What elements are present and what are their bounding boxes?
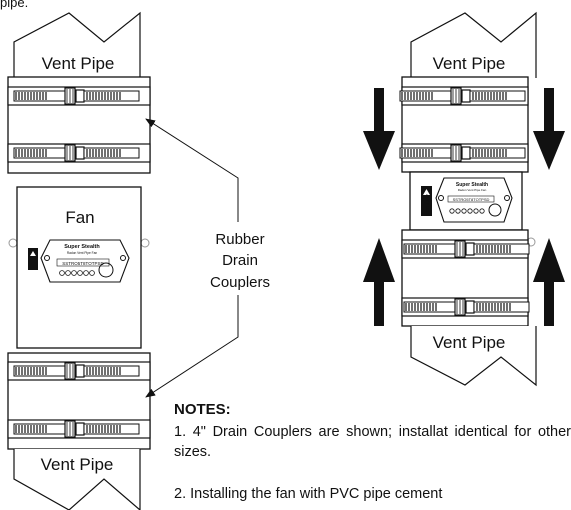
right-fan-brand: Super Stealth	[456, 182, 488, 188]
left-fan-subtitle: Radon Vent Pipe Fan	[67, 251, 98, 255]
right-air-flow-label: AIR FLOW	[425, 194, 430, 217]
couplers-label-line-2: Drain	[222, 252, 258, 269]
couplers-label-line-3: Couplers	[210, 274, 270, 291]
push-down-arrow-left	[363, 88, 395, 170]
right-top-vent-pipe	[410, 11, 537, 78]
notes-title: NOTES:	[174, 401, 231, 418]
left-fan-model-strip: SSTRO5T8TOTPSD	[62, 261, 104, 266]
left-bottom-rubber-coupler	[7, 352, 151, 450]
callout-arrow-bottom	[145, 295, 239, 398]
right-bottom-vent-pipe	[410, 326, 537, 387]
right-bottom-vent-pipe-label: Vent Pipe	[433, 333, 506, 352]
left-bottom-vent-pipe-label: Vent Pipe	[41, 455, 114, 474]
push-down-arrow-right	[533, 88, 565, 170]
right-fan-model-strip: SSTRO5T8TOTPSD	[453, 197, 490, 202]
note-item-2: 2. Installing the fan with PVC pipe ceme…	[174, 486, 443, 502]
top-text-fragment: pipe.	[0, 0, 28, 10]
left-bottom-vent-pipe	[13, 449, 141, 510]
left-fan-brand: Super Stealth	[64, 244, 100, 250]
push-up-arrow-right	[533, 238, 565, 326]
left-top-vent-pipe-label: Vent Pipe	[42, 54, 115, 73]
push-up-arrow-left	[363, 238, 395, 326]
right-fan-label-plate: AIR FLOW Super Stealth Radon Vent Pipe F…	[421, 177, 513, 223]
right-bottom-rubber-coupler	[401, 229, 530, 327]
left-top-vent-pipe	[13, 11, 141, 78]
fan-label: Fan	[65, 208, 94, 227]
left-fan-label-plate: Super Stealth Radon Vent Pipe Fan SSTRO5…	[28, 239, 130, 283]
couplers-label-line-1: Rubber	[215, 231, 264, 248]
right-top-rubber-coupler	[399, 76, 529, 173]
notes-section: NOTES: 1. 4" Drain Couplers are shown; i…	[174, 401, 571, 504]
note-item-1: 1. 4" Drain Couplers are shown; installa…	[174, 424, 571, 460]
right-top-vent-pipe-label: Vent Pipe	[433, 54, 506, 73]
left-top-rubber-coupler	[7, 76, 151, 174]
callout-arrow-top	[145, 118, 239, 222]
right-fan-subtitle: Radon Vent Pipe Fan	[458, 188, 487, 192]
